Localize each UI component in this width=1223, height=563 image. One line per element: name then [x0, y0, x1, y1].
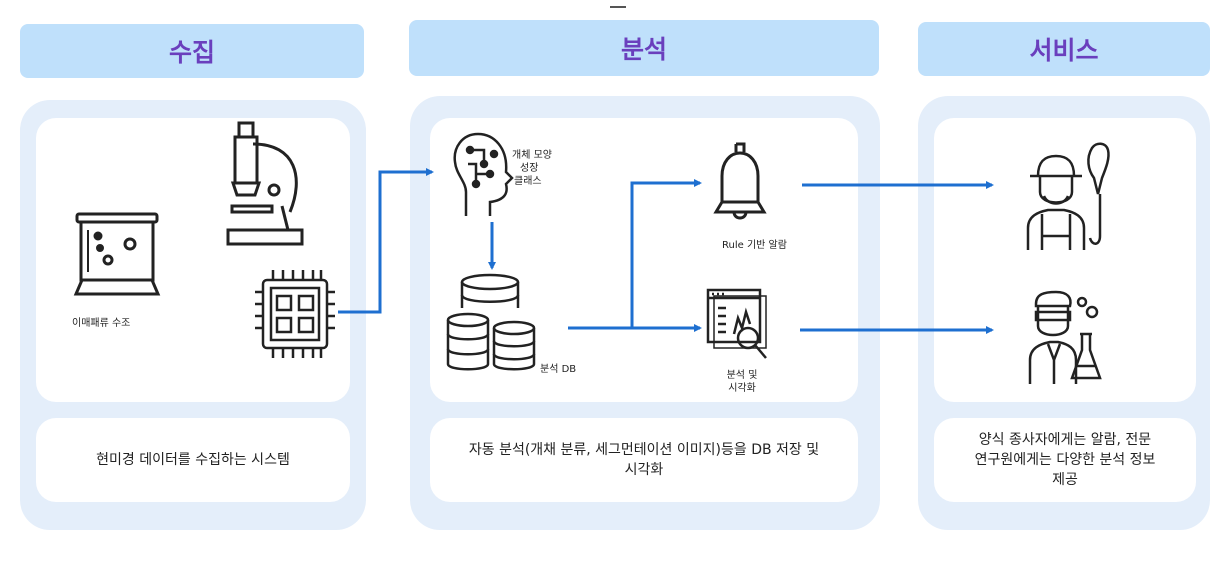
header-collect: 수집	[20, 24, 364, 78]
analytics-screen-icon	[706, 288, 767, 359]
microscope-icon	[226, 121, 304, 246]
header-analyze: 분석	[409, 20, 879, 76]
ai-label-line-3: 클래스	[514, 176, 542, 187]
analyze-caption-line-1: 자동 분석(개채 분류, 세그먼테이션 이미지)등을 DB 저장 및	[468, 442, 820, 458]
ai-head-icon	[453, 132, 514, 216]
bell-icon	[713, 142, 767, 220]
chip-icon	[255, 270, 335, 358]
analyze-caption-line-2: 시각화	[624, 462, 664, 478]
arrow-split-to-bell	[630, 179, 702, 328]
viz-label-line-2: 시각화	[728, 383, 756, 394]
tank-label: 이매패류 수조	[72, 318, 131, 329]
analyze-caption-card: 자동 분석(개채 분류, 세그먼테이션 이미지)등을 DB 저장 및 시각화	[430, 418, 858, 502]
fisherman-icon	[1026, 142, 1110, 250]
viz-label-line-1: 분석 및	[726, 370, 758, 381]
header-service: 서비스	[918, 22, 1210, 76]
collect-caption: 현미경 데이터를 수집하는 시스템	[96, 452, 290, 468]
collect-caption-card: 현미경 데이터를 수집하는 시스템	[36, 418, 350, 502]
service-people-card	[934, 118, 1196, 402]
db-label: 분석 DB	[540, 364, 577, 375]
ai-label-line-2: 성장	[520, 163, 539, 174]
service-caption-line-1: 양식 종사자에게는 알람, 전문	[978, 432, 1152, 448]
service-caption-card: 양식 종사자에게는 알람, 전문 연구원에게는 다양한 분석 정보 제공	[934, 418, 1196, 502]
top-mark	[610, 6, 626, 8]
scientist-icon	[1028, 290, 1102, 384]
analyze-flow-card	[430, 118, 858, 402]
service-caption-line-2: 연구원에게는 다양한 분석 정보	[974, 452, 1156, 468]
arrow-chip-to-ai	[338, 168, 434, 314]
database-icon	[446, 273, 536, 371]
alert-label: Rule 기반 알람	[722, 240, 787, 251]
ai-label-line-1: 개체 모양	[512, 150, 552, 161]
aquarium-tank-icon	[73, 212, 161, 296]
service-caption-line-3: 제공	[1052, 472, 1078, 488]
